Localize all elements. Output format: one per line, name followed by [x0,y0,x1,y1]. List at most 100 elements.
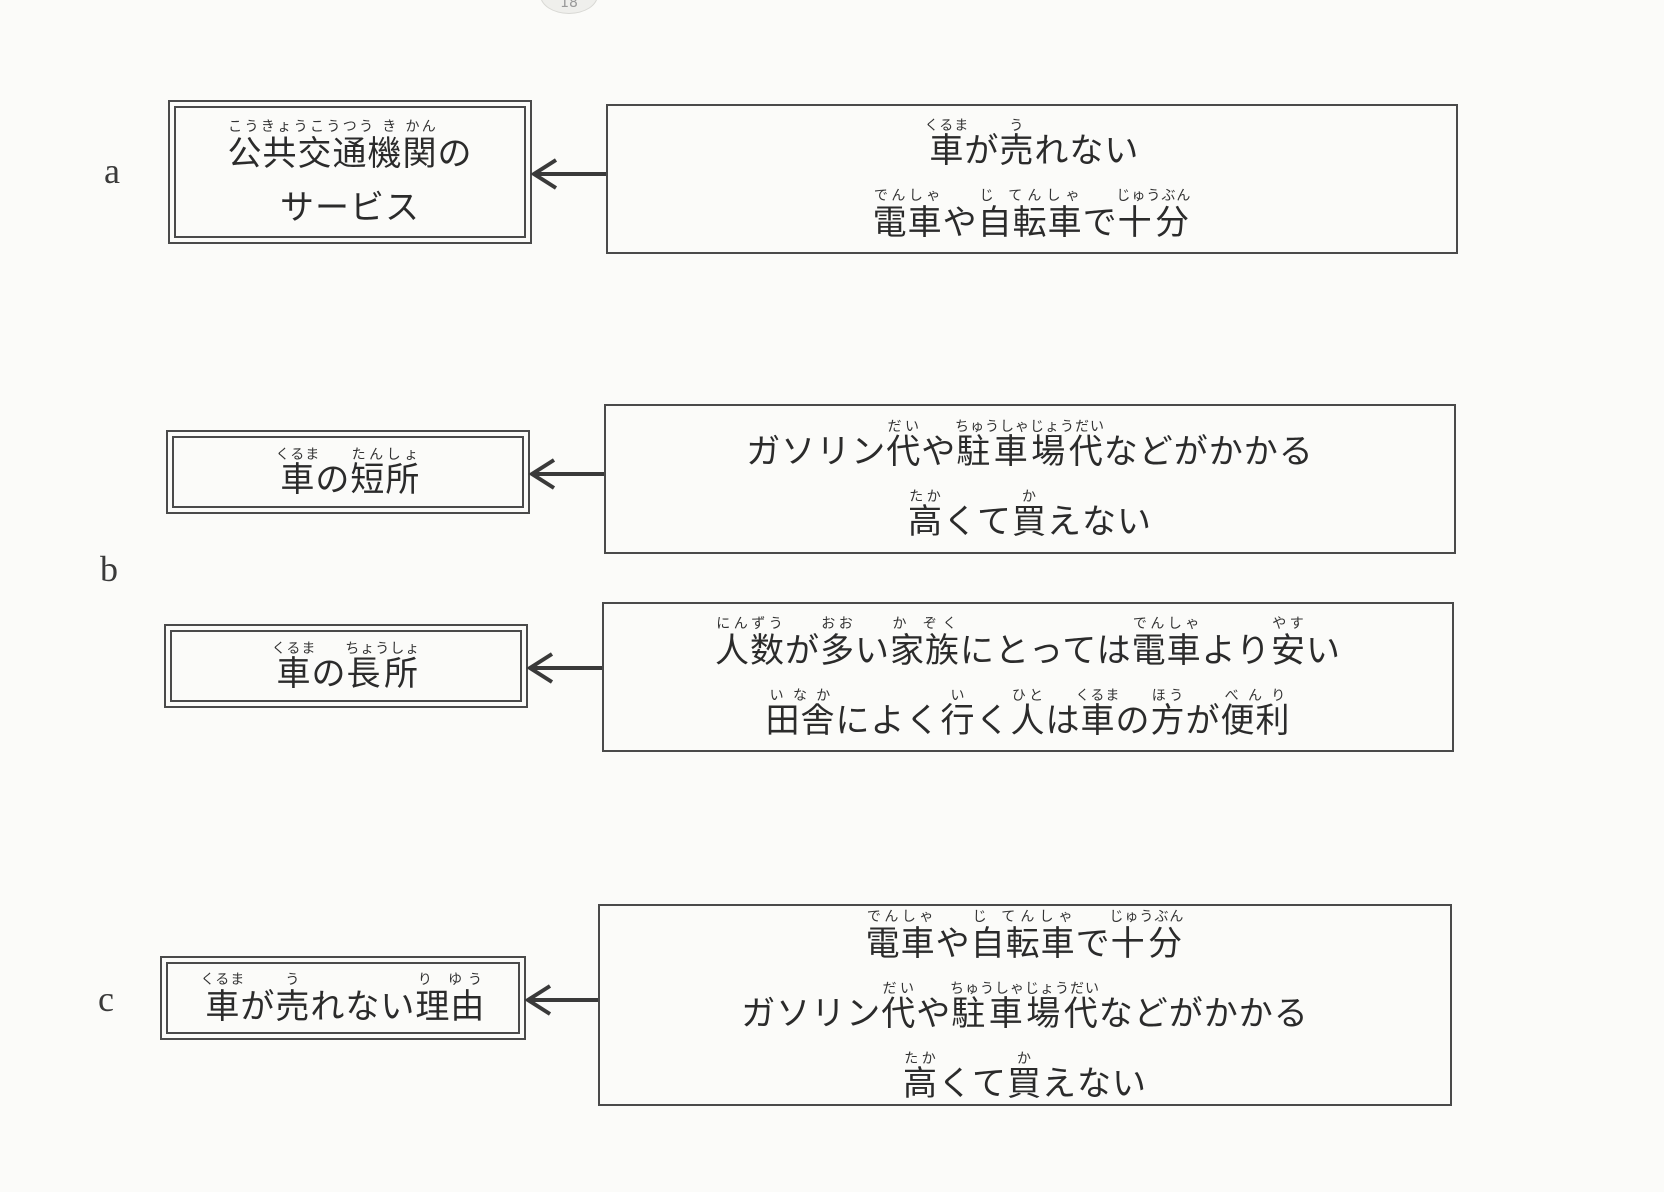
ruby-base: 方 [1150,701,1186,741]
furigana: ちゅうしゃじょうだい [955,419,1105,435]
label-box-a: 公共交通機関こうきょうこうつう き かんのサービス [168,100,532,244]
text-segment: い [855,631,891,671]
text-segment: にとっては [960,631,1132,671]
text-segment: より [1201,631,1271,671]
ruby-base: 人数 [715,631,786,671]
ruby-base: 車 [200,987,246,1027]
furigana: くるま [271,641,317,657]
ruby-base: 人 [1010,701,1046,741]
text-segment: が [240,987,276,1027]
text-line: 高たかくて買かえない [908,489,1152,539]
text-line: ガソリン代だいや駐車場代ちゅうしゃじょうだいなどがかかる [746,419,1314,469]
furigana: り ゆう [415,972,486,988]
text-segment: い [1305,631,1341,671]
ruby-word: 代だい [886,419,922,472]
ruby-word: 長所ちょうしょ [345,641,421,694]
text-segment: や [935,924,971,964]
furigana: たか [903,1051,938,1067]
content-box-b-long: 人数にんずうが多おおい家族か ぞくにとっては電車でんしゃより安やすい田舎いなかに… [602,602,1454,752]
ruby-word: 車くるま [276,447,320,500]
ruby-word: 理由り ゆう [415,972,486,1027]
label-text: 車くるまの長所ちょうしょ [170,630,522,702]
ruby-base: 車 [1075,701,1121,741]
ruby-word: 便利べんり [1220,688,1290,741]
ruby-word: 田舎いなか [765,688,835,741]
ruby-word: 買か [1007,1051,1042,1104]
ruby-base: 自転車 [970,924,1076,964]
ruby-base: 理由 [415,987,486,1027]
furigana: こうきょうこうつう き かん [227,119,438,135]
text-line: 田舎いなかによく行いく人ひとは車くるまの方ほうが便利べんり [765,688,1290,738]
furigana: たか [908,489,943,505]
ruby-word: 買か [1012,489,1047,542]
ruby-base: 代 [886,432,922,472]
ruby-word: 高たか [903,1051,938,1104]
label-text: 車くるまが売うれない理由り ゆう [166,962,520,1034]
arrow-b-long [524,648,604,688]
furigana: でんしゃ [1131,616,1202,632]
ruby-word: 電車でんしゃ [872,188,943,243]
page-number: 18 [540,0,598,14]
text-segment: や [942,203,978,243]
section-letter-a: a [104,151,120,191]
ruby-base: 電車 [1131,631,1202,671]
text-segment: くて [943,502,1012,542]
arrow-c [522,980,602,1020]
furigana: う [275,972,311,988]
ruby-word: 代だい [881,981,917,1034]
text-line: 公共交通機関こうきょうこうつう き かんの [228,119,473,171]
text-segment: れない [310,987,416,1027]
text-line: 車くるまの短所たんしょ [276,447,421,497]
ruby-base: 十分 [1116,203,1192,243]
text-segment: で [1075,924,1111,964]
ruby-word: 短所たんしょ [350,447,421,500]
ruby-word: 家族か ぞく [890,616,961,671]
left-arrow-icon [528,458,604,490]
furigana: ちゅうしゃじょうだい [950,981,1100,997]
ruby-base: 売 [275,987,311,1027]
text-segment: は [1045,701,1081,741]
furigana: い [940,688,976,704]
ruby-base: 駐車場代 [955,432,1105,472]
ruby-base: 十分 [1109,924,1185,964]
ruby-word: 公共交通機関こうきょうこうつう き かん [227,119,438,174]
ruby-word: 高たか [908,489,943,542]
text-line: サービス [280,191,420,225]
furigana: ひと [1010,688,1046,704]
ruby-base: 代 [881,994,917,1034]
text-segment: が [1185,701,1221,741]
furigana: だい [886,419,922,435]
left-arrow-icon [524,984,600,1016]
text-segment: が [785,631,821,671]
ruby-base: 行 [940,701,976,741]
furigana: にんずう [715,616,786,632]
left-arrow-icon [526,652,602,684]
text-line: 車くるまが売うれない理由り ゆう [201,972,486,1024]
furigana: べんり [1220,688,1291,704]
ruby-base: 自転車 [977,203,1083,243]
ruby-word: 車くるま [1076,688,1120,741]
ruby-base: 短所 [350,460,421,500]
furigana: う [999,118,1035,134]
text-segment: くて [938,1064,1007,1104]
ruby-base: 駐車場代 [950,994,1100,1034]
text-segment: などがかかる [1103,432,1314,472]
ruby-base: 電車 [872,203,943,243]
ruby-word: 安やす [1270,616,1306,671]
ruby-word: 人ひと [1010,688,1046,741]
ruby-base: 安 [1270,631,1306,671]
furigana: たんしょ [350,447,421,463]
text-segment: の [1115,701,1151,741]
ruby-base: 家族 [890,631,961,671]
text-line: 電車でんしゃや自転車じ てんしゃで十分じゅうぶん [866,909,1185,961]
text-line: 車くるまの長所ちょうしょ [272,641,421,691]
text-segment: の [315,460,351,500]
text-segment: ガソリン [746,432,887,472]
furigana: ちょうしょ [345,641,421,657]
label-box-c: 車くるまが売うれない理由り ゆう [160,956,526,1040]
furigana: くるま [200,972,246,988]
text-segment: によく [835,701,941,741]
ruby-base: 売 [999,131,1035,171]
ruby-base: 公共交通機関 [227,134,438,174]
